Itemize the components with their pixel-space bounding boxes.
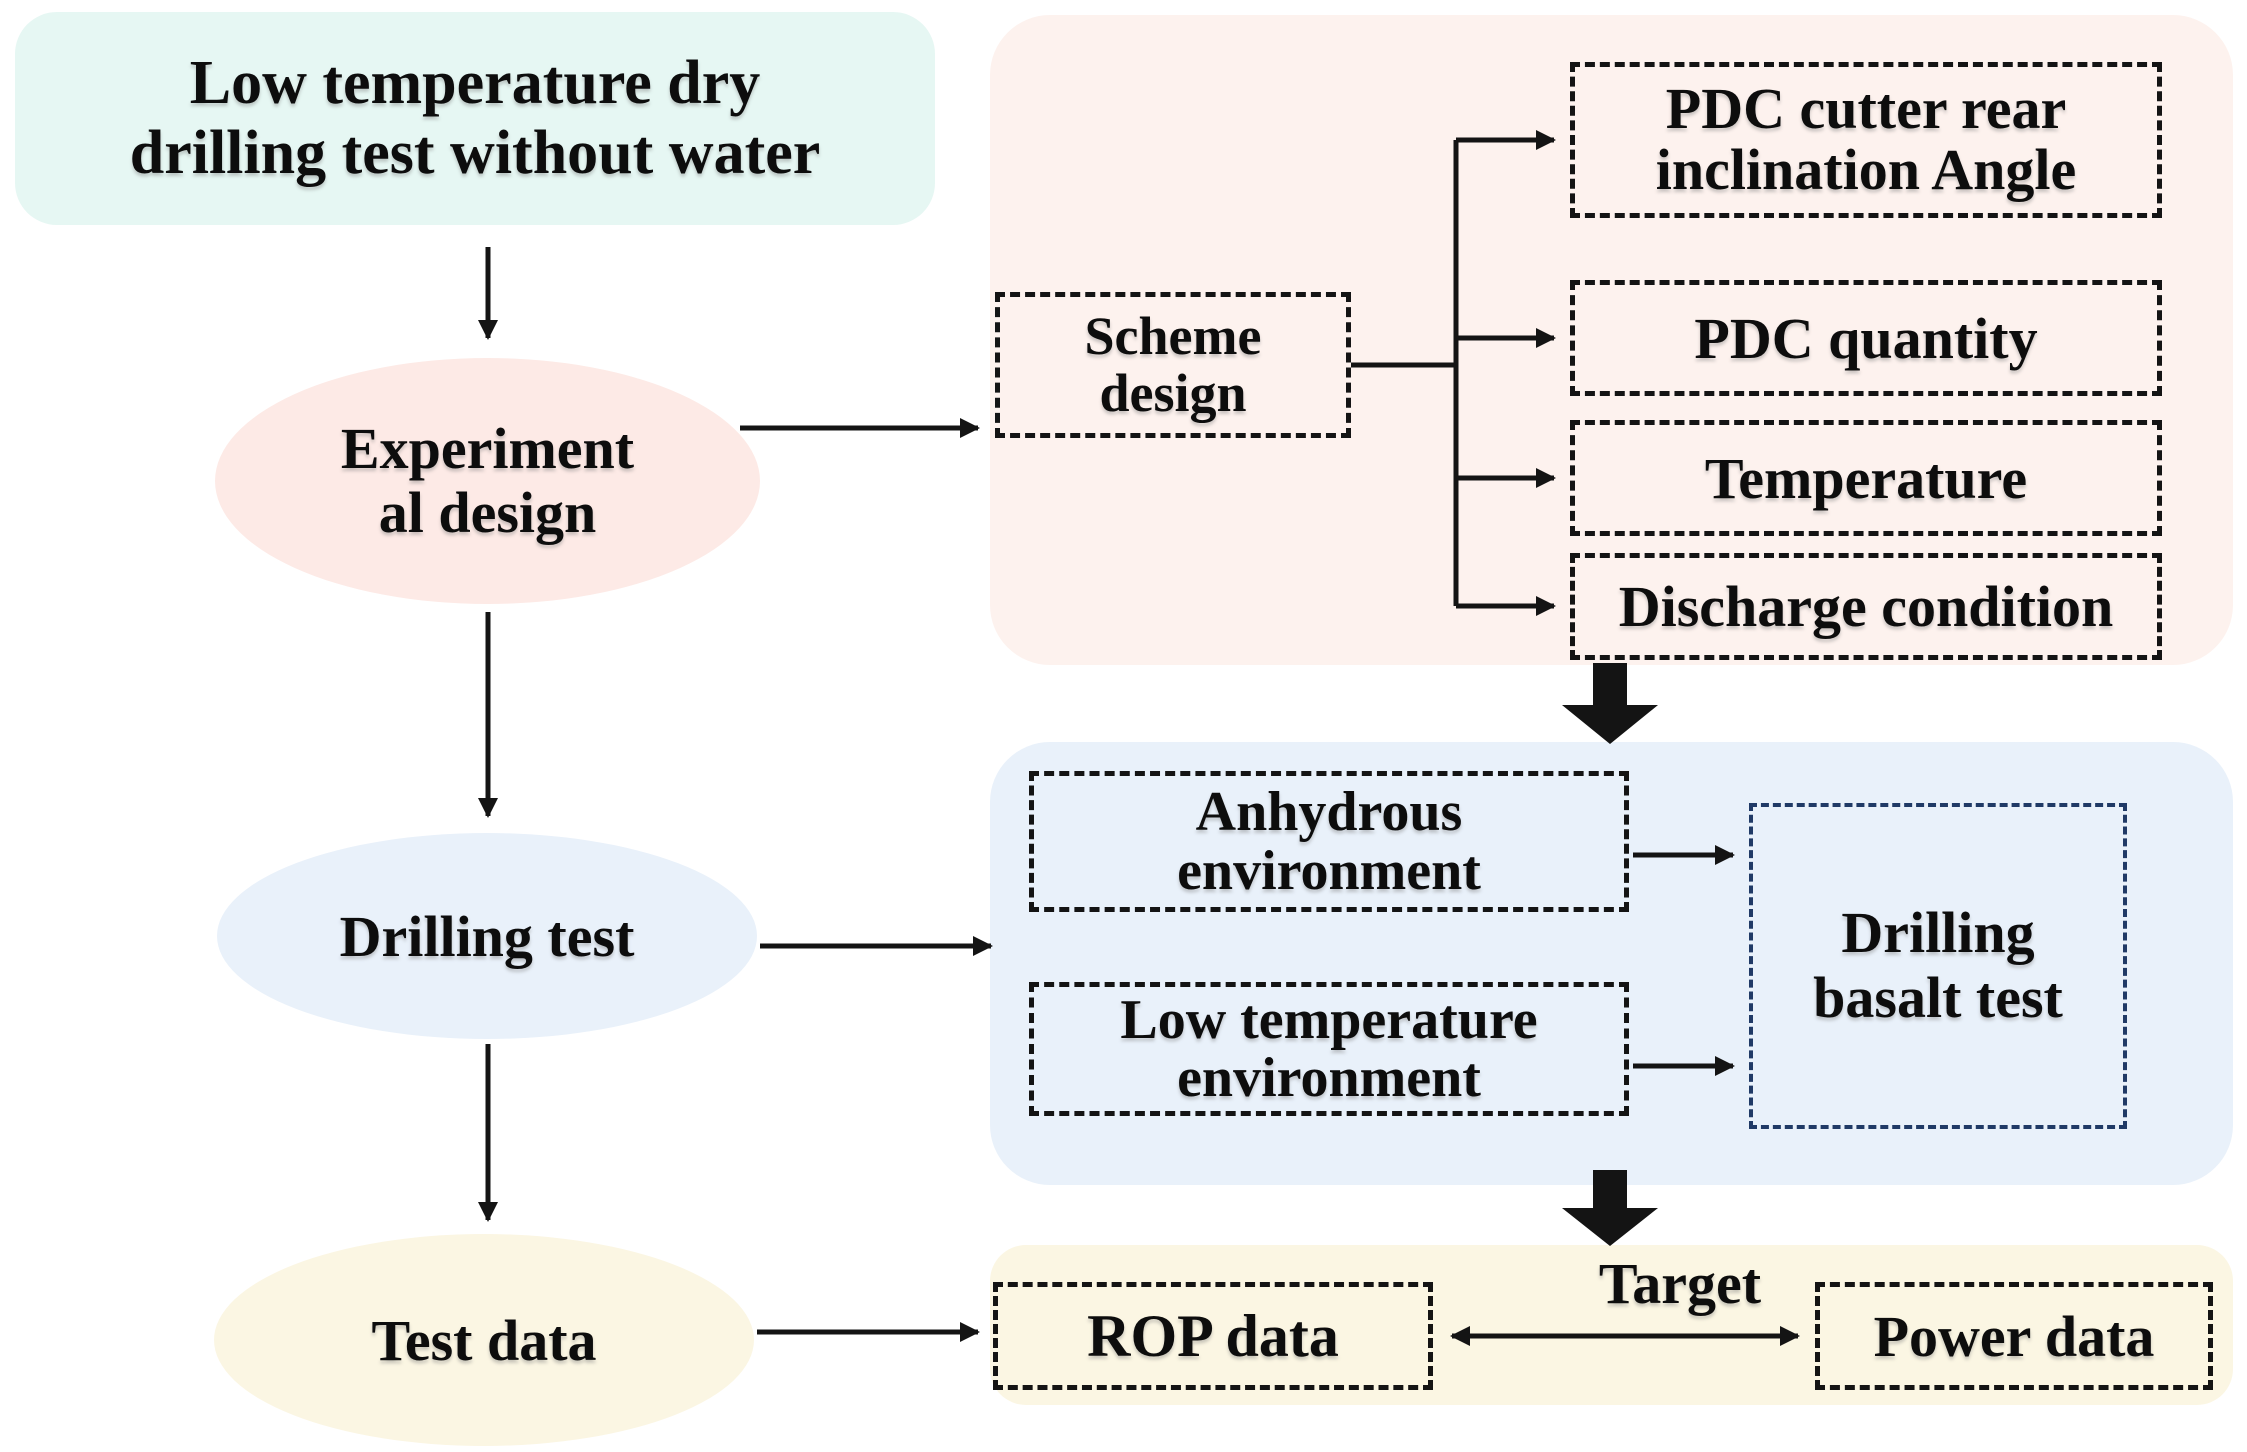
start-node-line2: drilling test without water	[129, 118, 821, 187]
lowtemp-line1: Low temperature	[1120, 988, 1538, 1051]
power-data-box: Power data	[1815, 1282, 2213, 1390]
discharge-condition-label: Discharge condition	[1618, 574, 2114, 639]
anhydrous-line2: environment	[1177, 839, 1481, 902]
test-data-label: Test data	[371, 1307, 597, 1373]
anhydrous-line1: Anhydrous	[1195, 781, 1463, 844]
thick-arrow-scheme-to-test-icon	[1562, 663, 1658, 744]
scheme-design-line2: design	[1099, 363, 1247, 423]
factor-box-discharge-condition: Discharge condition	[1570, 553, 2162, 660]
factor-box-pdc-quantity: PDC quantity	[1570, 280, 2162, 396]
temperature-label: Temperature	[1704, 445, 2028, 511]
drilling-basalt-test-box: Drilling basalt test	[1749, 803, 2127, 1129]
drilling-test-label: Drilling test	[339, 903, 635, 969]
inclination-angle-line2: inclination Angle	[1655, 137, 2077, 202]
factor-box-temperature: Temperature	[1570, 420, 2162, 536]
start-node: Low temperature dry drilling test withou…	[15, 12, 935, 225]
scheme-design-line1: Scheme	[1084, 305, 1262, 366]
basalt-line1: Drilling	[1841, 900, 2035, 966]
target-label: Target	[1500, 1250, 1860, 1316]
lowtemp-line2: environment	[1177, 1047, 1481, 1109]
rop-data-box: ROP data	[993, 1282, 1433, 1390]
anhydrous-environment-box: Anhydrous environment	[1029, 771, 1629, 912]
basalt-line2: basalt test	[1813, 965, 2063, 1030]
experimental-design-ellipse: Experiment al design	[215, 358, 760, 604]
drilling-test-ellipse: Drilling test	[217, 833, 757, 1039]
factor-box-inclination-angle: PDC cutter rear inclination Angle	[1570, 62, 2162, 218]
pdc-quantity-label: PDC quantity	[1694, 305, 2038, 371]
scheme-design-box: Scheme design	[995, 292, 1351, 438]
target-container	[990, 1245, 2233, 1405]
test-data-ellipse: Test data	[214, 1234, 754, 1446]
rop-data-label: ROP data	[1087, 1302, 1339, 1369]
low-temperature-environment-box: Low temperature environment	[1029, 982, 1629, 1116]
power-data-label: Power data	[1873, 1303, 2155, 1369]
inclination-angle-line1: PDC cutter rear	[1665, 76, 2067, 142]
target-text: Target	[1598, 1250, 1762, 1316]
experimental-design-line2: al design	[378, 480, 597, 545]
start-node-line1: Low temperature dry	[189, 49, 761, 118]
experimental-design-line1: Experiment	[340, 416, 635, 482]
